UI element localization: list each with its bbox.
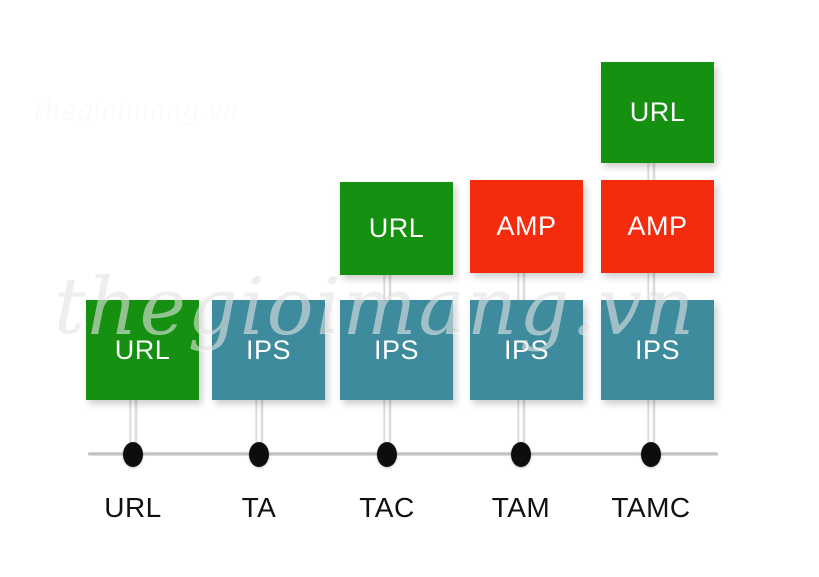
axis-dot-tam[interactable] bbox=[511, 442, 531, 467]
block-label: IPS bbox=[373, 334, 420, 365]
block-label: URL bbox=[114, 334, 171, 365]
block-label: IPS bbox=[503, 334, 550, 365]
axis-label-tac: TAC bbox=[359, 492, 415, 523]
block-label: AMP bbox=[627, 211, 688, 241]
axis-dot-ta[interactable] bbox=[249, 442, 269, 467]
block-ips[interactable]: IPS bbox=[212, 300, 325, 400]
block-amp[interactable]: AMP bbox=[601, 180, 714, 273]
stage-column-tac: URL IPS bbox=[340, 0, 460, 577]
block-ips[interactable]: IPS bbox=[470, 300, 583, 400]
block-label: IPS bbox=[245, 334, 292, 365]
block-label: URL bbox=[368, 213, 425, 243]
stage-column-ta: IPS bbox=[212, 0, 332, 577]
axis-dot-tamc[interactable] bbox=[641, 442, 661, 467]
axis-baseline bbox=[88, 452, 718, 456]
stage-column-tamc: URL AMP IPS bbox=[601, 0, 721, 577]
connector-stem bbox=[383, 400, 392, 454]
block-label: IPS bbox=[634, 334, 681, 365]
block-ips[interactable]: IPS bbox=[340, 300, 453, 400]
axis-dot-tac[interactable] bbox=[377, 442, 397, 467]
connector-stem bbox=[517, 273, 526, 300]
axis-label-url: URL bbox=[104, 492, 162, 523]
stage-column-url: URL bbox=[86, 0, 206, 577]
block-url[interactable]: URL bbox=[340, 182, 453, 275]
block-url[interactable]: URL bbox=[601, 62, 714, 163]
connector-stem bbox=[647, 273, 656, 300]
connector-stem bbox=[517, 400, 526, 454]
block-amp[interactable]: AMP bbox=[470, 180, 583, 273]
axis-label-tamc: TAMC bbox=[611, 492, 691, 523]
axis-dot-url[interactable] bbox=[123, 442, 143, 467]
block-label: AMP bbox=[496, 211, 557, 241]
block-ips[interactable]: IPS bbox=[601, 300, 714, 400]
connector-stem bbox=[647, 163, 656, 180]
stage-column-tam: AMP IPS bbox=[470, 0, 590, 577]
axis-label-tam: TAM bbox=[491, 492, 551, 523]
block-label: URL bbox=[629, 97, 686, 127]
axis-label-ta: TA bbox=[241, 492, 277, 523]
connector-stem bbox=[255, 400, 264, 454]
block-url[interactable]: URL bbox=[86, 300, 199, 400]
connector-stem bbox=[383, 275, 392, 300]
connector-stem bbox=[647, 400, 656, 454]
connector-stem bbox=[129, 400, 138, 454]
